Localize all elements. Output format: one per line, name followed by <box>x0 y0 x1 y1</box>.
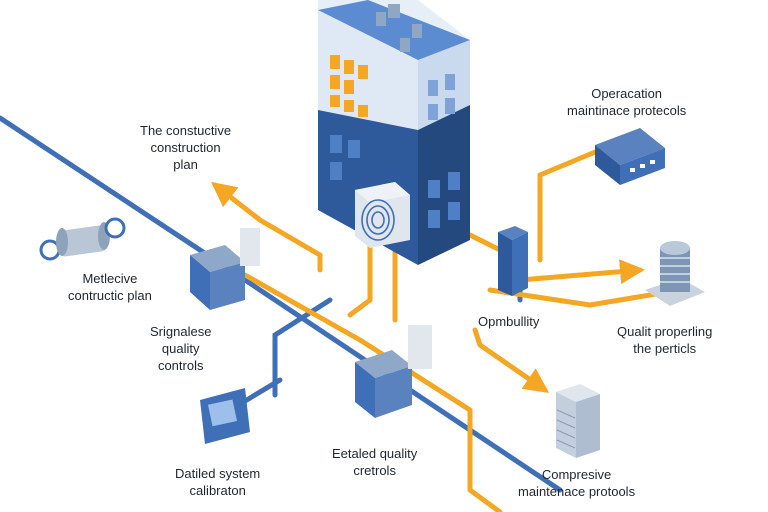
orange-to-top-left-label <box>211 181 323 273</box>
storage-cylinder-icon <box>645 241 705 306</box>
orange-connection-lines <box>211 147 683 512</box>
label-bottom-left: Datiled system calibraton <box>175 466 261 498</box>
orange-to-bottom-right <box>472 327 550 393</box>
orange-to-switch <box>537 147 603 263</box>
center-junction-box-icon <box>355 325 432 418</box>
server-unit-icon <box>556 384 600 458</box>
blue-branch-left <box>272 297 333 398</box>
orange-main-diagonal <box>242 272 503 512</box>
orange-to-storage <box>517 259 645 285</box>
label-left-low: Srignalese quality controls <box>150 324 212 373</box>
label-top-right: Operacation maintinace protecols <box>567 86 687 118</box>
label-bottom-center: Eetaled quality cretrols <box>332 446 418 478</box>
office-tower-icon <box>318 0 470 265</box>
calibration-device-icon <box>200 388 250 444</box>
orange-building-right <box>467 232 503 253</box>
orange-to-right-lower <box>487 287 683 308</box>
server-rack-icon <box>498 226 528 296</box>
label-right-mid: Qualit properling the perticls <box>617 324 713 356</box>
left-junction-box-icon <box>190 228 260 310</box>
label-left-mid: Metlecive contructic plan <box>68 271 152 303</box>
label-center-right: Opmbullity <box>478 314 540 329</box>
label-bottom-right: Compresive maintenace protools <box>518 467 636 499</box>
gear-roller-icon <box>39 217 126 261</box>
network-switch-icon <box>595 128 665 185</box>
main-blue-line <box>0 115 563 493</box>
blue-connection-lines <box>0 115 563 493</box>
fingerprint-scanner-icon <box>355 182 410 248</box>
label-top-left: The constuctive construction plan <box>140 123 232 172</box>
